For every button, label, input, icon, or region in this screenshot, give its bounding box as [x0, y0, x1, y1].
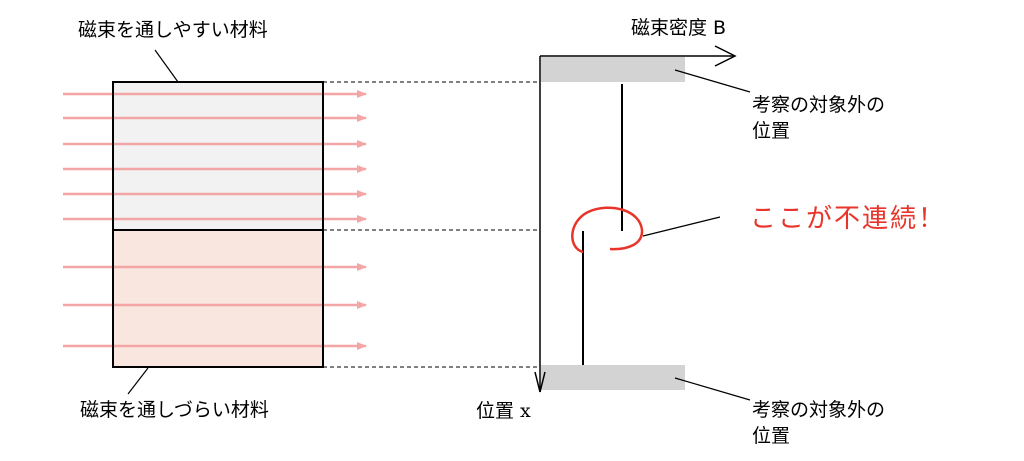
discontinuity-leader — [642, 216, 721, 237]
bottom-note-line1: 考察の対象外の — [752, 399, 886, 421]
top-note-line1: 考察の対象外の — [752, 94, 886, 116]
hard-material-leader — [127, 367, 149, 395]
bottom-note-leader — [674, 377, 751, 401]
x-axis-label: 位置 x — [476, 400, 531, 422]
easy-material-leader — [154, 49, 179, 83]
b-axis-label: 磁束密度 B — [631, 17, 727, 39]
projection-lines — [323, 81, 540, 368]
b-axis-arrowhead — [714, 45, 737, 67]
hard-material-label: 磁束を通しづらい材料 — [80, 399, 269, 421]
discontinuity-circle — [571, 206, 644, 254]
discontinuity-label: ここが不連続！ — [750, 204, 947, 234]
top-note-line2: 位置 — [752, 120, 791, 142]
x-axis-arrowhead — [534, 371, 546, 393]
bottom-note-line2: 位置 — [752, 425, 791, 447]
material-outline — [112, 81, 324, 368]
easy-material-block — [113, 82, 323, 230]
top-note-leader — [674, 69, 751, 93]
out-of-scope-band-top — [541, 57, 685, 82]
out-of-scope-band-bottom — [541, 365, 685, 390]
easy-material-label: 磁束を通しやすい材料 — [78, 19, 268, 41]
axes — [534, 45, 737, 393]
hard-material-block — [113, 230, 323, 367]
